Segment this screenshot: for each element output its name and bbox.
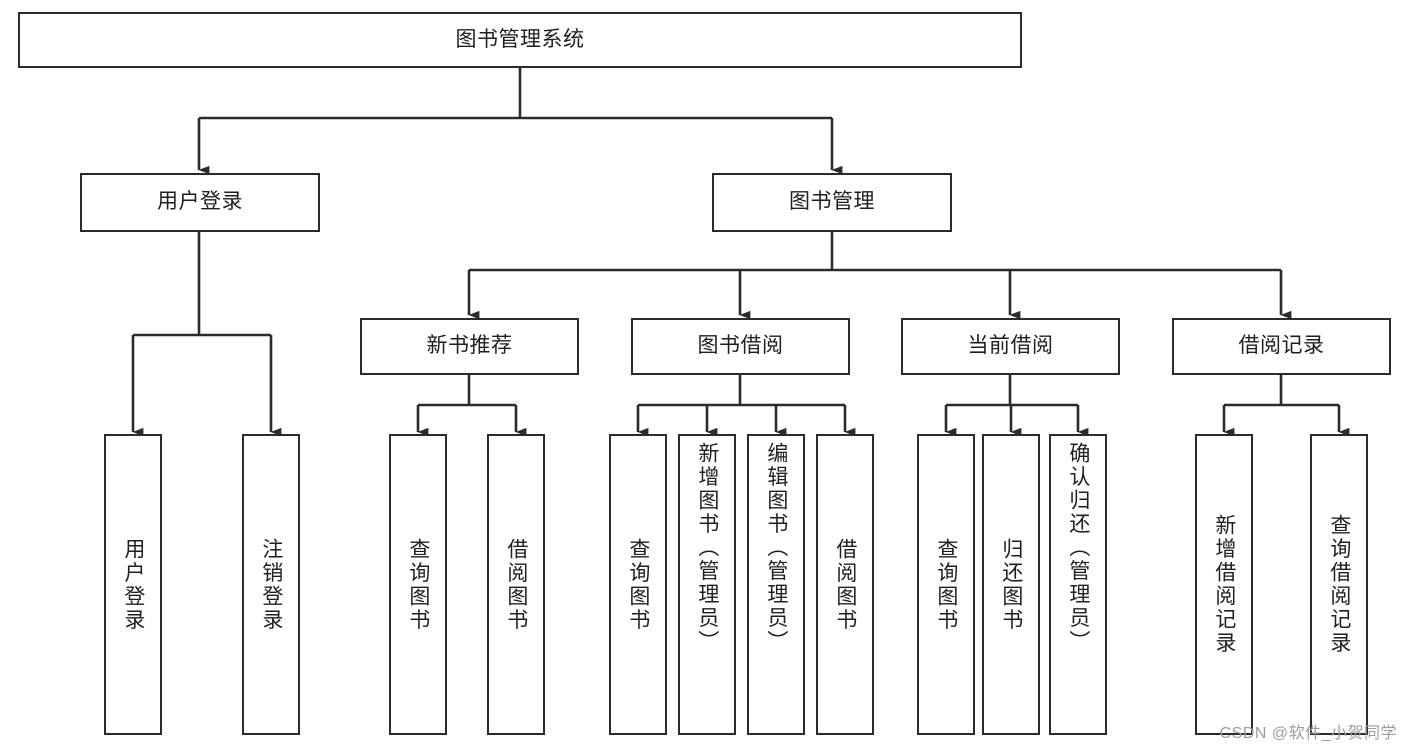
node-label: 新增图书（管理员） xyxy=(695,442,719,654)
leaf-new-book-borrow-book[interactable]: 借阅图书 xyxy=(487,434,545,735)
node-label: 查询图书 xyxy=(626,537,650,632)
leaf-current-borrow-query-book[interactable]: 查询图书 xyxy=(917,434,975,735)
leaf-new-book-query-book[interactable]: 查询图书 xyxy=(389,434,447,735)
leaf-book-borrow-add-book-admin[interactable]: 新增图书（管理员） xyxy=(678,434,736,735)
watermark: CSDN @软件_小贺同学 xyxy=(1219,725,1397,742)
leaf-book-borrow-edit-book-admin[interactable]: 编辑图书（管理员） xyxy=(747,434,805,735)
node-label: 当前借阅 xyxy=(967,334,1054,358)
leaf-current-borrow-return-book[interactable]: 归还图书 xyxy=(982,434,1040,735)
node-label: 确认归还（管理员） xyxy=(1066,442,1090,654)
node-label: 注销登录 xyxy=(259,537,283,632)
node-label: 用户登录 xyxy=(157,190,243,214)
leaf-book-borrow-borrow-book[interactable]: 借阅图书 xyxy=(816,434,874,735)
node-label: 借阅图书 xyxy=(833,537,857,632)
node-label: 查询图书 xyxy=(934,537,958,632)
leaf-borrow-record-add-record[interactable]: 新增借阅记录 xyxy=(1195,434,1253,735)
node-user-login[interactable]: 用户登录 xyxy=(80,173,320,232)
node-current-borrow[interactable]: 当前借阅 xyxy=(901,318,1120,375)
node-root-book-management-system[interactable]: 图书管理系统 xyxy=(18,12,1022,68)
node-label: 借阅记录 xyxy=(1238,334,1325,358)
leaf-book-borrow-query-book[interactable]: 查询图书 xyxy=(609,434,667,735)
node-label: 图书管理 xyxy=(789,190,875,214)
node-label: 编辑图书（管理员） xyxy=(764,442,788,654)
node-book-management[interactable]: 图书管理 xyxy=(712,173,952,232)
node-borrow-record[interactable]: 借阅记录 xyxy=(1172,318,1391,375)
leaf-borrow-record-query-record[interactable]: 查询借阅记录 xyxy=(1310,434,1368,735)
node-label: 查询图书 xyxy=(406,537,430,632)
node-label: 借阅图书 xyxy=(504,537,528,632)
node-new-book-recommend[interactable]: 新书推荐 xyxy=(360,318,579,375)
node-label: 归还图书 xyxy=(999,537,1023,632)
leaf-user-login-logout[interactable]: 注销登录 xyxy=(242,434,300,735)
node-label: 图书借阅 xyxy=(697,334,784,358)
node-label: 查询借阅记录 xyxy=(1327,514,1351,655)
node-label: 用户登录 xyxy=(121,537,145,632)
node-label: 新书推荐 xyxy=(426,334,513,358)
node-book-borrow[interactable]: 图书借阅 xyxy=(631,318,850,375)
node-label: 图书管理系统 xyxy=(455,27,585,51)
leaf-current-borrow-confirm-return-admin[interactable]: 确认归还（管理员） xyxy=(1049,434,1107,735)
node-label: 新增借阅记录 xyxy=(1212,514,1236,655)
leaf-user-login-login[interactable]: 用户登录 xyxy=(104,434,162,735)
